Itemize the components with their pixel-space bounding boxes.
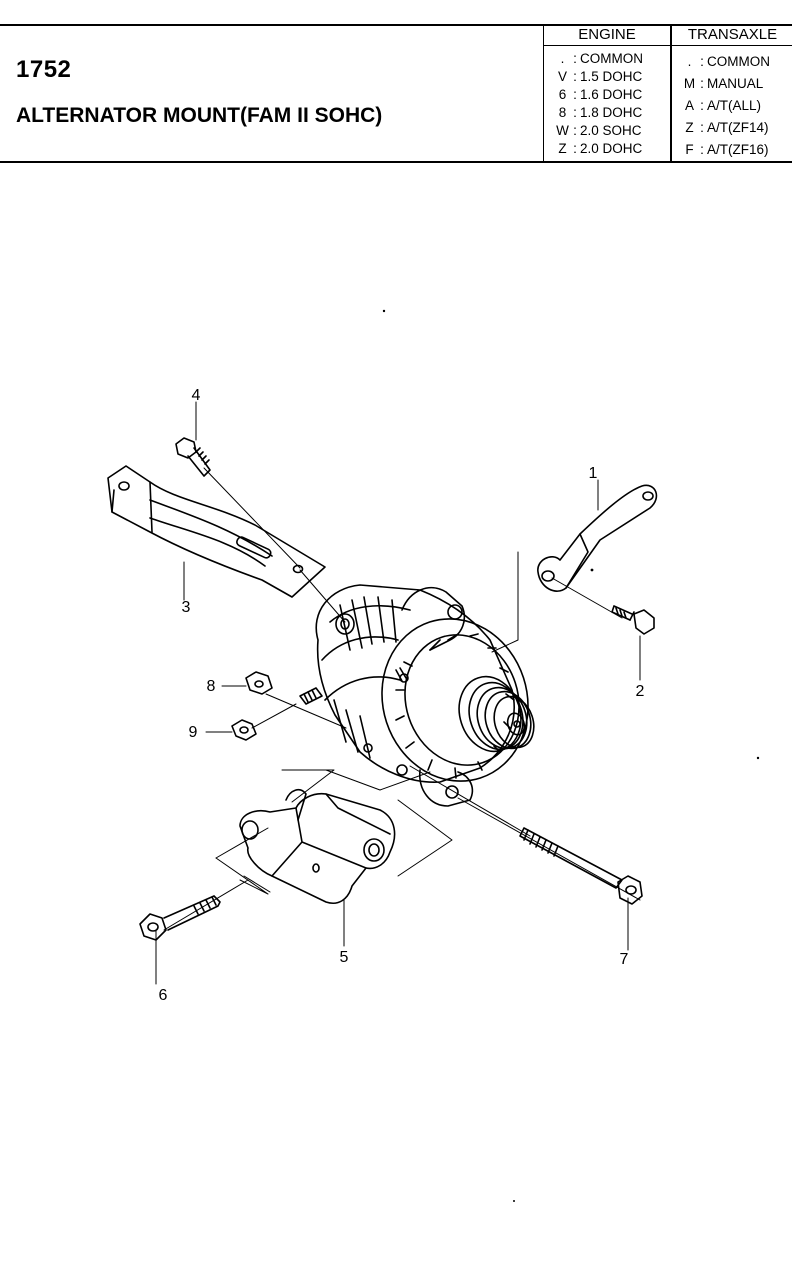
callouts: 1 2 3 4 5 6 7 8 9: [159, 387, 645, 1004]
transaxle-row: .:COMMON: [687, 54, 770, 69]
top-rule: [0, 24, 792, 26]
engine-left-rule: [543, 24, 544, 162]
transaxle-row: Z:A/T(ZF14): [685, 120, 769, 135]
transaxle-row: M:MANUAL: [683, 76, 764, 91]
callout-1: 1: [589, 465, 598, 482]
header: 1752 ALTERNATOR MOUNT(FAM II SOHC) ENGIN…: [0, 0, 792, 163]
page-title: ALTERNATOR MOUNT(FAM II SOHC): [16, 104, 383, 127]
callout-9: 9: [189, 724, 198, 741]
pulley: [458, 675, 535, 753]
engine-row: Z:2.0 DOHC: [558, 141, 643, 156]
lower-mounting-bracket: [239, 788, 396, 904]
callout-7: 7: [620, 951, 629, 968]
callout-5: 5: [340, 949, 349, 966]
bottom-rule: [0, 161, 792, 163]
heading-underline: [543, 45, 792, 46]
callout-6: 6: [159, 987, 168, 1004]
speck: [382, 309, 386, 313]
callout-3: 3: [182, 599, 191, 616]
speck: [756, 756, 760, 760]
engine-transaxle-divider: [670, 24, 672, 162]
exploded-parts-diagram: 1 2 3 4 5 6 7 8 9: [107, 309, 760, 1202]
callout-8: 8: [207, 678, 216, 695]
callout-4: 4: [192, 387, 201, 404]
reference-lines: [155, 401, 641, 985]
transaxle-heading: TRANSAXLE: [687, 26, 778, 43]
nut-upper: [245, 671, 273, 695]
adjusting-bracket: [537, 484, 658, 592]
bolt-adjusting-bracket: [611, 605, 655, 635]
bolt-lower-bracket: [139, 895, 221, 941]
engine-row: 8:1.8 DOHC: [558, 105, 643, 120]
callout-2: 2: [636, 683, 645, 700]
through-bolt: [519, 827, 643, 905]
part-number: 1752: [16, 56, 72, 83]
nut-lower: [231, 719, 257, 741]
speck: [513, 1200, 515, 1202]
engine-row: W:2.0 SOHC: [556, 123, 642, 138]
upper-support-bracket: [107, 465, 326, 598]
stud: [299, 687, 323, 705]
engine-row: V:1.5 DOHC: [557, 69, 643, 84]
engine-row: .:COMMON: [560, 51, 643, 66]
engine-heading: ENGINE: [578, 26, 636, 43]
bolt-upper-bracket: [175, 437, 211, 477]
alternator: [315, 584, 535, 807]
transaxle-row: A:A/T(ALL): [684, 98, 762, 113]
engine-row: 6:1.6 DOHC: [558, 87, 643, 102]
transaxle-row: F:A/T(ZF16): [685, 142, 769, 157]
